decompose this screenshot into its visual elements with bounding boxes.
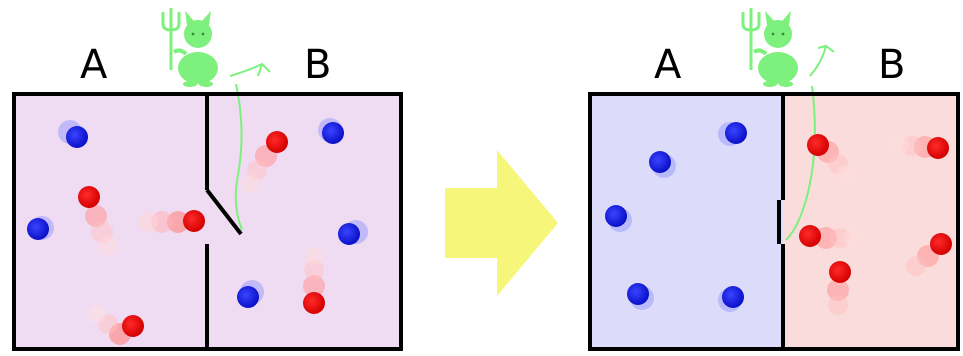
after-label-b: B [878,42,905,88]
red-molecule [930,233,952,255]
before-label-b: B [304,42,331,88]
demon-icon [741,6,800,89]
before-door-open [205,188,243,236]
red-molecule [799,225,821,247]
blue-molecule [605,205,627,227]
blue-molecule [27,218,49,240]
right-arrow-icon [445,150,558,296]
blue-molecule [237,286,259,308]
blue-molecule [627,283,649,305]
blue-molecule [322,122,344,144]
after-box-outline [588,92,960,351]
red-molecule [266,131,288,153]
red-molecule [927,137,949,159]
red-molecule [829,261,851,283]
demon-tail [229,62,271,231]
demon-tail [785,44,835,241]
red-molecule [303,292,325,314]
demon-icon [161,6,220,89]
blue-molecule [649,151,671,173]
after-hot-side [783,94,958,349]
red-molecule [122,315,144,337]
before-panel: A B [12,6,403,351]
red-molecule [78,186,100,208]
after-label-a: A [654,42,682,88]
after-panel: A B [588,6,960,351]
blue-molecule [722,286,744,308]
before-label-a: A [80,42,108,88]
red-molecule [807,134,829,156]
blue-molecule [66,126,88,148]
red-molecule [183,210,205,232]
blue-molecule [725,122,747,144]
blue-molecule [338,223,360,245]
